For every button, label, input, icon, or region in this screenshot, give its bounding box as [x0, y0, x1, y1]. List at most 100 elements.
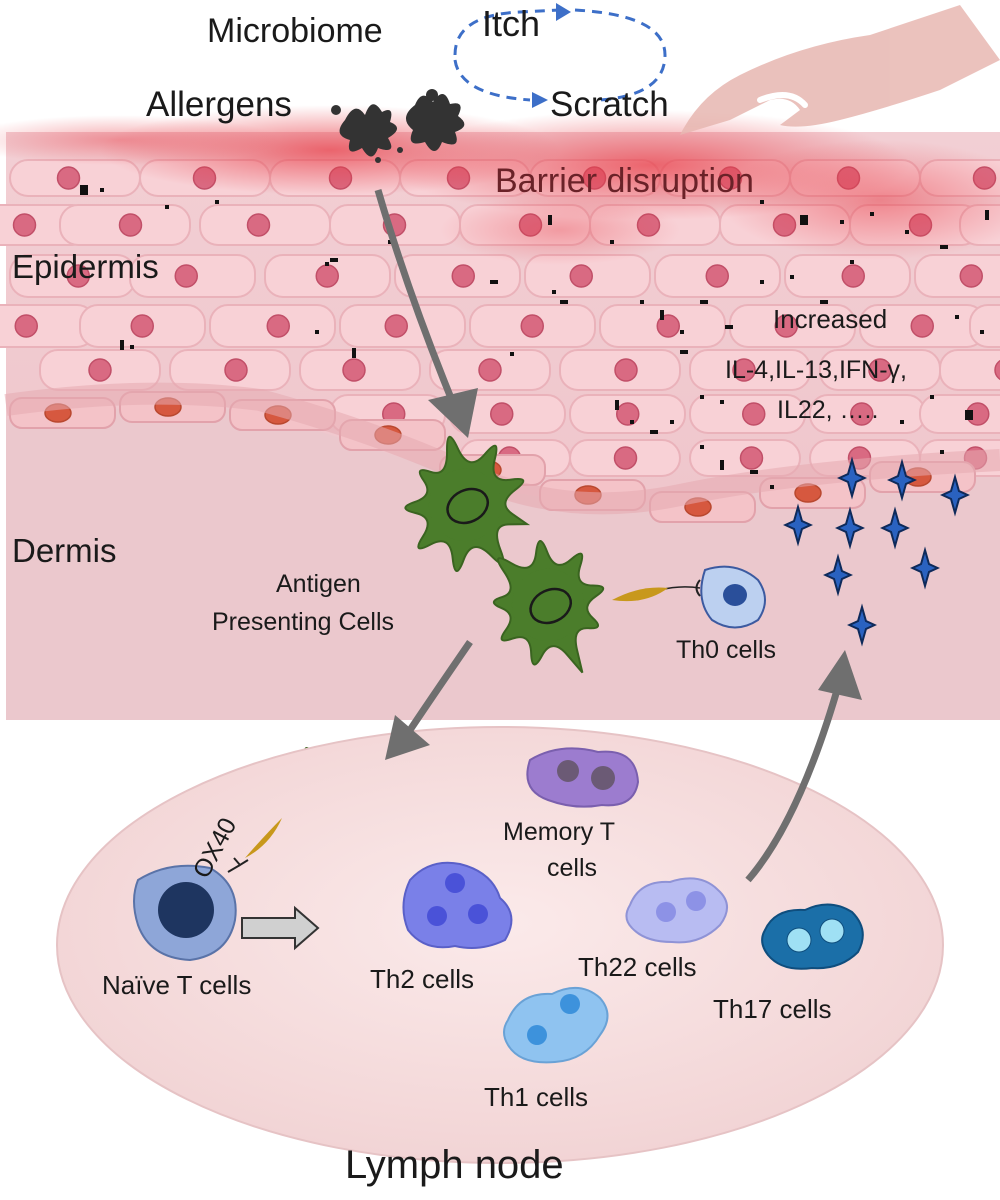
label-cytokines-line2: IL22, …..: [777, 396, 878, 424]
dendritic-cell: [492, 540, 605, 674]
epidermis-cell: [654, 254, 781, 298]
allergen-particle: [940, 450, 944, 454]
hand-icon: [680, 5, 1000, 135]
label-lymph-node: Lymph node: [345, 1143, 564, 1187]
allergen-particle: [930, 395, 934, 399]
allergen-particle: [650, 430, 658, 434]
label-increased: Increased: [773, 304, 887, 334]
allergen-particle: [940, 245, 948, 249]
epidermis-cell: [784, 254, 911, 298]
star-cytokine: [836, 456, 868, 500]
allergen-particle: [770, 485, 774, 489]
allergen-particle: [760, 200, 764, 204]
allergen-particle: [165, 205, 169, 209]
epidermis-cell: [569, 394, 686, 434]
label-apc-line2: Presenting Cells: [212, 608, 394, 636]
naive-to-th2-arrow: [241, 905, 320, 951]
epidermis-cell: [559, 349, 681, 391]
label-apc-line1: Antigen: [276, 570, 361, 598]
allergen-particle: [870, 212, 874, 216]
epidermis-cell: [9, 159, 141, 197]
epidermis-cell: [299, 349, 421, 391]
star-cytokine-icon: [782, 456, 971, 647]
star-cytokine: [909, 546, 941, 590]
allergen-particle: [725, 325, 733, 329]
allergen-particle: [215, 200, 219, 204]
allergen-particle: [700, 445, 704, 449]
arrow-head-dermis: [818, 650, 862, 700]
label-memory-line2: cells: [547, 854, 597, 882]
epidermis-cell: [264, 254, 391, 298]
dendritic-cell: [404, 435, 531, 573]
epidermis-cell: [79, 304, 206, 348]
allergen-splat-icon: [331, 89, 465, 163]
epidermis-cell: [394, 254, 521, 298]
label-epidermis: Epidermis: [12, 248, 159, 285]
epidermis-cell: [209, 304, 336, 348]
epidermis-cell: [569, 439, 681, 477]
th0-cell: [612, 565, 766, 629]
itch-scratch-cycle: [453, 3, 667, 108]
allergen-particle: [800, 215, 808, 225]
cycle-arrowhead-itch: [556, 3, 571, 21]
allergen-particle: [820, 300, 828, 304]
allergen-particle: [388, 240, 392, 244]
allergen-particle: [680, 330, 684, 334]
allergen-particle: [120, 340, 124, 350]
epidermis-cell: [599, 304, 726, 348]
allergen-particle: [900, 420, 904, 424]
allergen-particle: [100, 188, 104, 192]
allergen-particle: [965, 410, 973, 420]
allergen-particle: [980, 330, 984, 334]
allergen-particle: [850, 260, 854, 264]
th2-cells: [402, 861, 513, 949]
label-microbiome: Microbiome: [207, 12, 383, 50]
arrow-lymph-node-to-dermis: [745, 679, 844, 883]
allergen-particle: [790, 275, 794, 279]
label-th22: Th22 cells: [578, 952, 697, 982]
allergen-particle: [905, 230, 909, 234]
epidermis-cell: [199, 204, 331, 246]
allergen-particle: [985, 210, 989, 220]
label-memory-line1: Memory T: [503, 818, 615, 846]
allergen-particle: [615, 400, 619, 410]
allergen-particle: [352, 348, 356, 358]
label-cytokines-line1: IL-4,IL-13,IFN-γ,: [725, 356, 907, 384]
allergen-particle: [955, 315, 959, 319]
epidermis-cell: [939, 349, 1000, 391]
epidermis-cell: [729, 304, 856, 348]
epidermis-cell: [129, 254, 256, 298]
arrow-head-lymph: [385, 715, 430, 760]
allergen-particle: [700, 395, 704, 399]
epidermis-cell: [969, 304, 1000, 348]
label-scratch: Scratch: [550, 85, 669, 124]
allergen-particle: [670, 420, 674, 424]
allergen-particle: [80, 185, 88, 195]
allergen-particle: [720, 460, 724, 470]
label-dermis: Dermis: [12, 532, 117, 569]
allergen-particle: [130, 345, 134, 349]
arrow-head-allergen: [428, 388, 478, 438]
th1-cells: [503, 987, 609, 1064]
label-th2: Th2 cells: [370, 964, 474, 994]
allergen-particle: [548, 215, 552, 225]
star-cytokine: [822, 553, 854, 597]
th22-cells: [625, 877, 728, 944]
allergen-particle: [490, 280, 498, 284]
allergen-particle: [700, 300, 708, 304]
label-th0: Th0 cells: [676, 636, 776, 664]
allergen-particle: [510, 352, 514, 356]
star-cytokine: [939, 473, 971, 517]
allergen-particles: [80, 185, 989, 489]
epidermis-cell: [689, 394, 806, 434]
label-itch: Itch: [482, 3, 540, 44]
allergen-particle: [560, 300, 568, 304]
epidermis-cell: [859, 304, 986, 348]
allergen-particle: [315, 330, 319, 334]
epidermis-cell: [914, 254, 1000, 298]
inflammation-glow: [0, 105, 1000, 265]
star-cytokine: [834, 506, 866, 550]
label-th17: Th17 cells: [713, 994, 832, 1024]
